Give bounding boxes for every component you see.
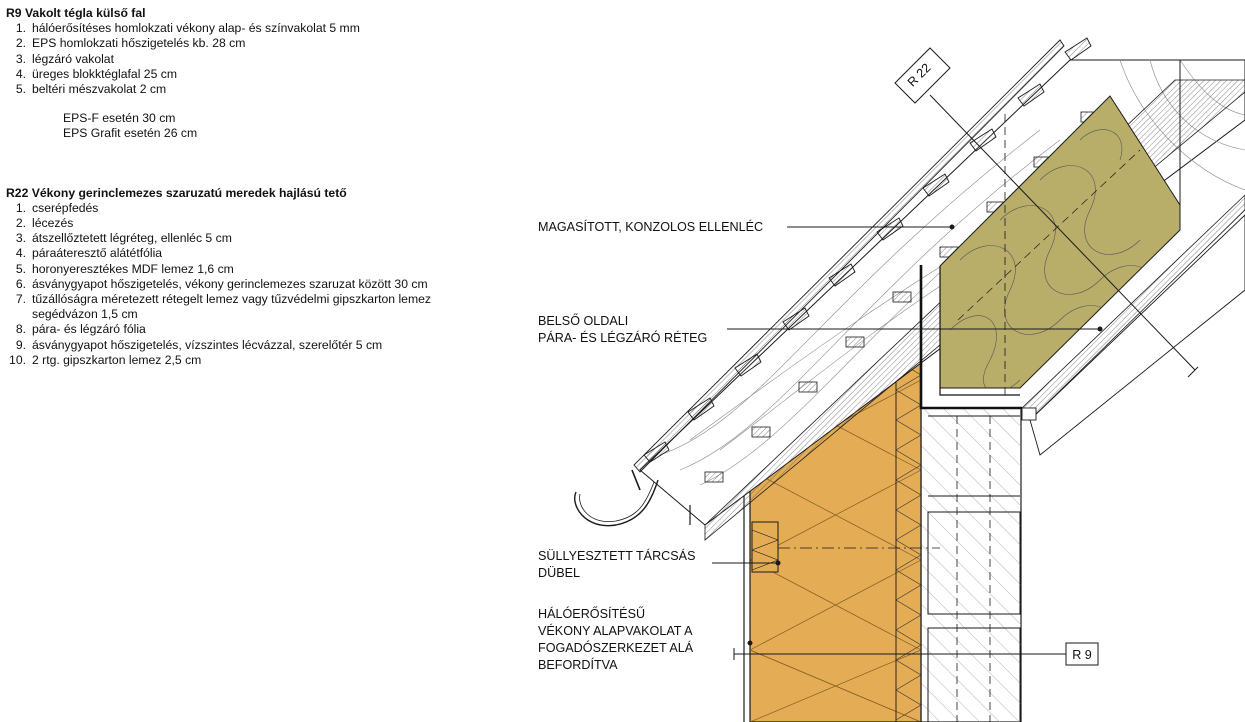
r22-layer-item: 3.átszellőztetett légréteg, ellenléc 5 c… <box>15 231 232 246</box>
r22-layer-item: 9.ásványgyapot hőszigetelés, vízszintes … <box>15 337 383 352</box>
section-tag-r9: R 9 <box>733 642 1099 666</box>
annotation-labels: MAGASÍTOTT, KONZOLOS ELLENLÉC BELSŐ OLDA… <box>538 219 763 672</box>
r22-layer-item: 5.horonyeresztékes MDF lemez 1,6 cm <box>15 261 234 276</box>
r22-layer-item: 4.páraáteresztő alátétfólia <box>15 246 163 261</box>
section-tag-r9-text: R 9 <box>1072 648 1092 662</box>
label-inner-layer-line1: BELSŐ OLDALI <box>538 313 628 328</box>
label-dowel-line1: SÜLLYESZTETT TÁRCSÁS <box>538 548 695 563</box>
label-mesh-line2: VÉKONY ALAPVAKOLAT A <box>538 623 693 638</box>
r9-layer-item: 5.beltéri mészvakolat 2 cm <box>15 82 167 97</box>
r9-title: R9 Vakolt tégla külső fal <box>6 6 146 20</box>
r22-layer-list: 1.cserépfedés 2.lécezés 3.átszellőztetet… <box>6 201 526 368</box>
label-mesh-line4: BEFORDÍTVA <box>538 657 618 672</box>
r9-layer-item: 1.hálóerősítéses homlokzati vékony alap-… <box>15 21 360 36</box>
label-mesh-line1: HÁLÓERŐSÍTÉSŰ <box>538 606 645 621</box>
r9-note: EPS-F esetén 30 cm <box>63 111 176 126</box>
section-tag-r22: R 22 <box>894 47 1199 378</box>
leader-lines <box>712 224 1103 646</box>
r22-layer-item: 2.lécezés <box>15 216 74 231</box>
r9-layer-item: 4.üreges blokktéglafal 25 cm <box>15 66 177 81</box>
label-dowel-line2: DÜBEL <box>538 566 580 580</box>
r22-title: R22 Vékony gerinclemezes szaruzatú mered… <box>6 185 347 200</box>
r22-layer-item: 10.2 rtg. gipszkarton lemez 2,5 cm <box>9 352 202 367</box>
label-mesh-line3: FOGADÓSZERKEZET ALÁ <box>538 640 694 655</box>
eps-insulation <box>743 294 940 722</box>
r9-layer-item: 3.légzáró vakolat <box>15 51 114 66</box>
r9-section: R9 Vakolt tégla külső fal 1.hálóerősítés… <box>6 6 526 142</box>
label-inner-layer-line2: PÁRA- ÉS LÉGZÁRÓ RÉTEG <box>538 330 707 345</box>
r22-section: R22 Vékony gerinclemezes szaruzatú mered… <box>6 186 526 368</box>
mineral-wool <box>919 60 1245 456</box>
r9-layer-list: 1.hálóerősítéses homlokzati vékony alap-… <box>6 21 526 97</box>
r22-layer-item: 7.tűzállóságra méretezett rétegelt lemez… <box>15 292 431 322</box>
r22-layer-item: 8.pára- és légzáró fólia <box>15 322 146 337</box>
r22-layer-item: 6.ásványgyapot hőszigetelés, vékony geri… <box>15 276 428 291</box>
r9-note: EPS Grafit esetén 26 cm <box>63 126 198 141</box>
r9-notes: EPS-F esetén 30 cm EPS Grafit esetén 26 … <box>6 111 526 141</box>
label-counter-batten: MAGASÍTOTT, KONZOLOS ELLENLÉC <box>538 219 763 234</box>
brick-wall <box>920 407 1022 722</box>
r9-layer-item: 2.EPS homlokzati hőszigetelés kb. 28 cm <box>15 36 246 51</box>
legend-panel: R9 Vakolt tégla külső fal 1.hálóerősítés… <box>6 6 526 368</box>
r22-layer-item: 1.cserépfedés <box>15 200 99 215</box>
